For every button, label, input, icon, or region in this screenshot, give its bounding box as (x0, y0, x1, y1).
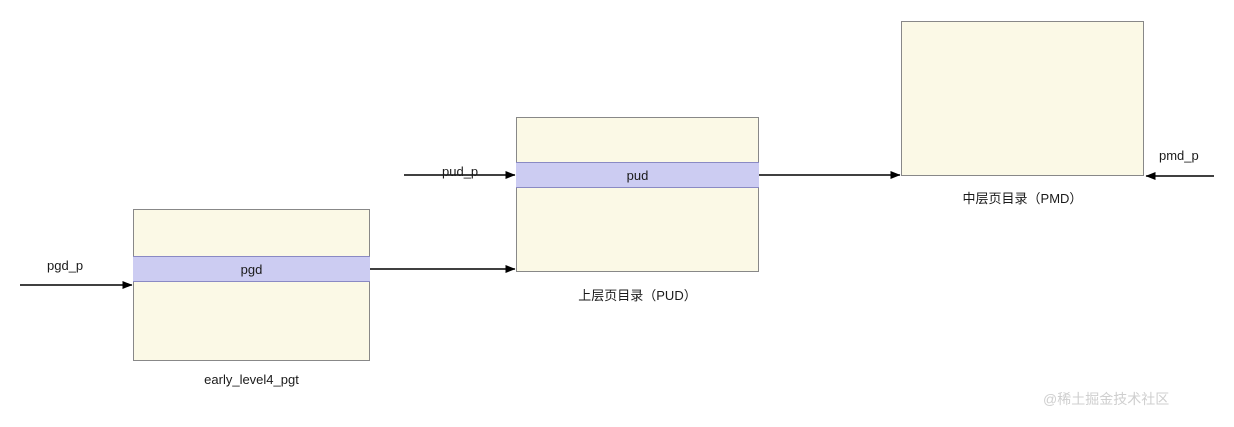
node-pud-table (516, 117, 759, 272)
arrow-label-pud-p: pud_p (442, 164, 479, 179)
arrow-label-pmd-p: pmd_p (1159, 148, 1199, 163)
node-pmd-table (901, 21, 1144, 176)
node-pgd-entry-label: pgd (240, 261, 263, 277)
caption-pud-table: 上层页目录（PUD） (578, 288, 697, 303)
node-pud-entry-band: pud (516, 162, 759, 188)
arrow-label-pgd-p: pgd_p (47, 258, 84, 273)
caption-pgd-table: early_level4_pgt (204, 372, 299, 387)
node-pgd-table (133, 209, 370, 361)
caption-pmd-table: 中层页目录（PMD） (962, 191, 1083, 206)
node-pgd-entry-band: pgd (133, 256, 370, 282)
watermark: @稀土掘金技术社区 (1043, 391, 1170, 407)
node-pud-entry-label: pud (626, 167, 649, 183)
